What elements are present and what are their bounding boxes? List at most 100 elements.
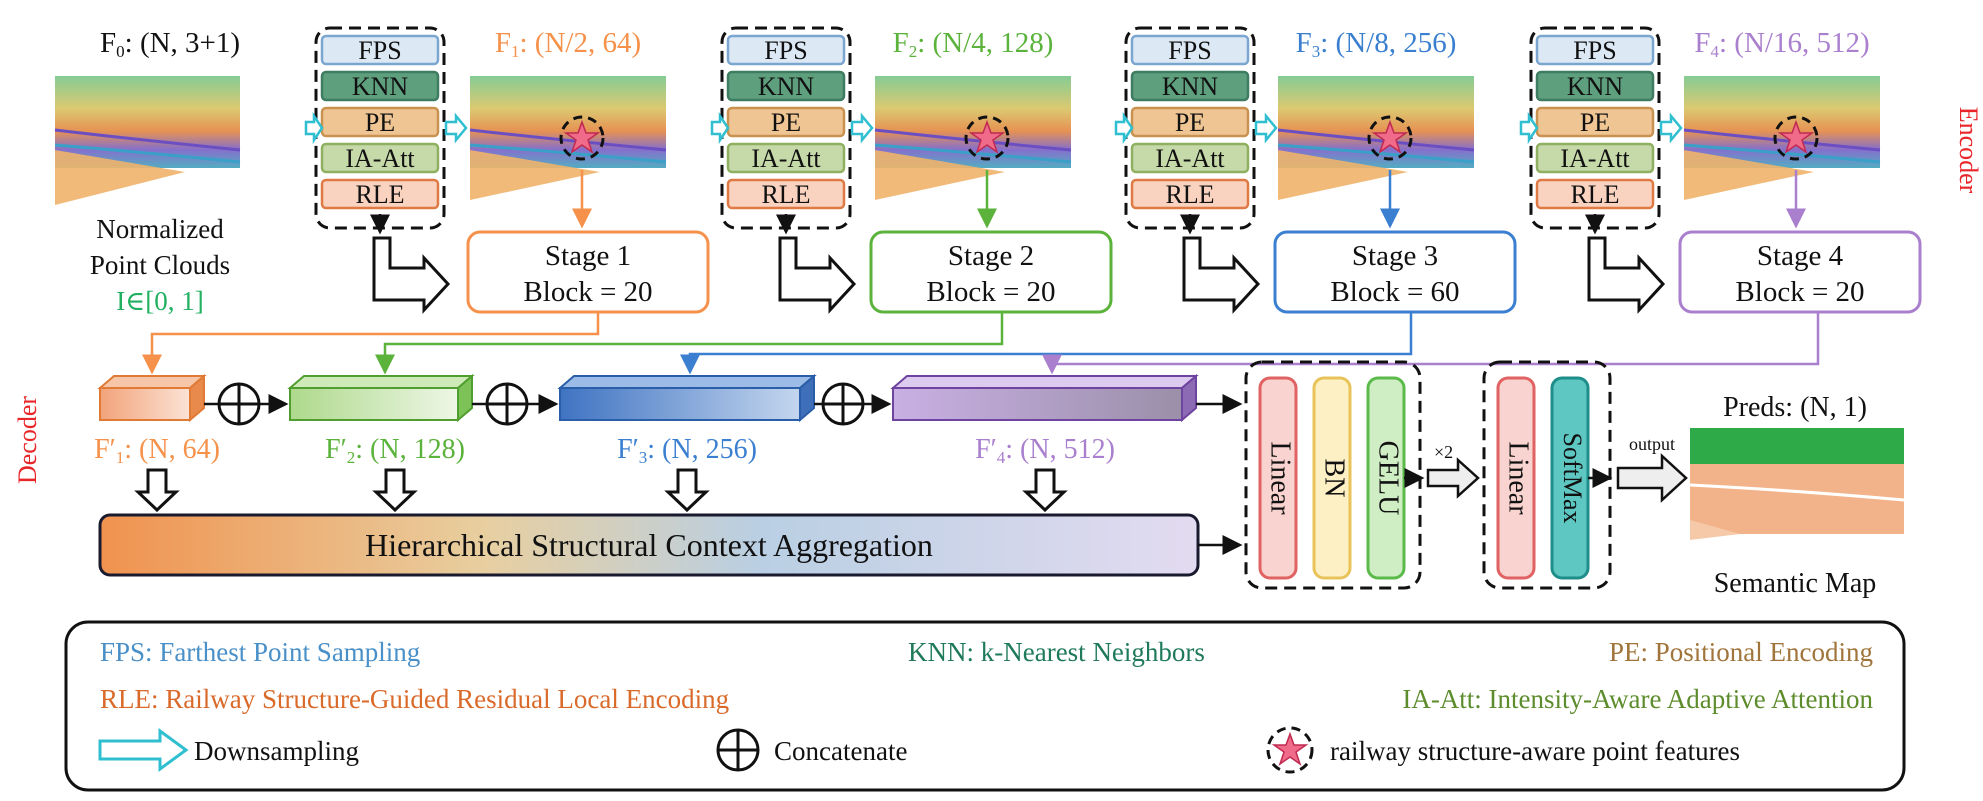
feature-title-2: F2: (N/4, 128) <box>893 27 1054 61</box>
stage-block: Block = 20 <box>1735 276 1864 308</box>
stage-name: Stage 3 <box>1352 240 1438 272</box>
feature-title-main: F <box>893 27 909 59</box>
feature-title-rest: : (N/2, 64) <box>520 27 642 59</box>
legend-rle: RLE: Railway Structure-Guided Residual L… <box>100 684 729 714</box>
downsampling-arrow-icon <box>710 111 730 145</box>
op-box-fps <box>1130 34 1250 66</box>
input-caption-line2: Point Clouds <box>90 250 230 280</box>
railway-feature-star-icon <box>1773 115 1819 161</box>
op-label-knn: KNN <box>758 72 815 101</box>
op-box-rle <box>1535 178 1655 210</box>
stage-block: Block = 20 <box>523 276 652 308</box>
op-label-knn: KNN <box>1567 72 1624 101</box>
legend-railway-features: railway structure-aware point features <box>1330 736 1740 766</box>
feature-title-1: F1: (N/2, 64) <box>495 27 641 61</box>
feature-title-main: F <box>1694 27 1710 59</box>
stage-2: Stage 2 Block = 20 <box>869 230 1113 314</box>
down-arrow-icon <box>664 468 710 513</box>
op-label-rle: RLE <box>355 180 404 209</box>
op-label-ia-att: IA-Att <box>1155 144 1225 173</box>
bent-arrow-icon <box>1587 236 1666 314</box>
bent-arrow-icon <box>372 236 451 314</box>
op-box-ia-att <box>1130 142 1250 174</box>
feature-title-main: F <box>495 27 511 59</box>
op-label-pe: PE <box>1580 108 1610 137</box>
encoder-features: F1: (N/2, 64)F2: (N/4, 128)F3: (N/8, 256… <box>469 27 1881 229</box>
decoder-label-main: F′ <box>975 434 997 465</box>
bent-arrow-icon <box>1182 236 1261 314</box>
stage-name: Stage 2 <box>948 240 1034 272</box>
op-label-fps: FPS <box>1573 36 1616 65</box>
op-label-fps: FPS <box>358 36 401 65</box>
op-box-fps <box>1535 34 1655 66</box>
op-label-ia-att: IA-Att <box>1560 144 1630 173</box>
feature-title-rest: : (N/8, 256) <box>1320 27 1456 59</box>
legend-knn: KNN: k-Nearest Neighbors <box>908 637 1205 667</box>
legend-concatenate: Concatenate <box>774 736 907 766</box>
downsampling-arrow-icon <box>444 112 468 144</box>
decoder-feature-label-1: F′1: (N, 64) <box>94 434 220 467</box>
feature-title-4: F4: (N/16, 512) <box>1694 27 1869 61</box>
op-box-rle <box>726 178 846 210</box>
feature-title-sub: 2 <box>909 42 918 61</box>
head1-gelu: GELU <box>1366 376 1406 580</box>
head1-linear-label: Linear <box>1265 441 1296 515</box>
down-arrow-icon <box>1022 468 1068 513</box>
op-box-pe <box>726 106 846 138</box>
feature-3: F3: (N/8, 256) <box>1277 27 1475 229</box>
downsampling-arrow-icon <box>1519 111 1539 145</box>
railway-feature-star-icon <box>1266 726 1314 774</box>
point-cloud-image <box>469 76 667 200</box>
feature-title-rest: : (N/4, 128) <box>917 27 1053 59</box>
legend-fps: FPS: Farthest Point Sampling <box>100 637 420 667</box>
encoder-modules: FPSKNNPEIA-AttRLEFPSKNNPEIA-AttRLEFPSKNN… <box>304 26 1683 314</box>
head2-softmax: SoftMax <box>1550 376 1590 580</box>
decoder-cuboid-1 <box>97 373 207 423</box>
semantic-map-label: Semantic Map <box>1714 568 1877 599</box>
op-box-knn <box>320 70 440 102</box>
feature-title-main: F <box>1296 27 1312 59</box>
down-arrows <box>134 468 1068 513</box>
decoder-label: Decoder <box>13 396 42 484</box>
legend-pe: PE: Positional Encoding <box>1609 637 1873 667</box>
decoder-label-rest: : (N, 512) <box>1005 434 1115 465</box>
decoder-label-sub: 3 <box>639 448 648 467</box>
downsampling-arrow-icon <box>1114 111 1134 145</box>
op-label-fps: FPS <box>764 36 807 65</box>
head2-linear-label: Linear <box>1503 441 1534 515</box>
op-box-knn <box>1130 70 1250 102</box>
repeat-arrow-icon <box>1426 457 1480 499</box>
bent-arrow-icon <box>778 236 857 314</box>
decoder-label-sub: 4 <box>997 448 1006 467</box>
op-label-ia-att: IA-Att <box>345 144 415 173</box>
op-box-rle <box>320 178 440 210</box>
op-box-fps <box>320 34 440 66</box>
input-caption-line1: Normalized <box>96 214 224 244</box>
input-title-sub: 0 <box>116 42 125 61</box>
op-box-pe <box>1130 106 1250 138</box>
feature-title-sub: 3 <box>1312 42 1321 61</box>
decoder-cuboid-2 <box>287 373 475 423</box>
output-arrow-icon <box>1616 453 1688 503</box>
op-box-ia-att <box>726 142 846 174</box>
op-box-rle <box>1130 178 1250 210</box>
op-label-rle: RLE <box>1165 180 1214 209</box>
op-label-pe: PE <box>365 108 395 137</box>
stage-block: Block = 20 <box>926 276 1055 308</box>
decoder-cuboid-3 <box>557 373 817 423</box>
railway-feature-star-icon <box>964 115 1010 161</box>
legend-ia: IA-Att: Intensity-Aware Adaptive Attenti… <box>1402 684 1873 714</box>
stage-name: Stage 4 <box>1757 240 1844 272</box>
concatenate-icon <box>716 728 760 772</box>
input-feature-title: F0: (N, 3+1) <box>100 27 240 61</box>
head1-bn: BN <box>1312 376 1352 580</box>
op-box-knn <box>1535 70 1655 102</box>
concatenate-icon <box>217 382 261 426</box>
head1-linear: Linear <box>1258 376 1298 580</box>
head1-gelu-label: GELU <box>1373 441 1404 516</box>
head1-box <box>1244 360 1422 590</box>
